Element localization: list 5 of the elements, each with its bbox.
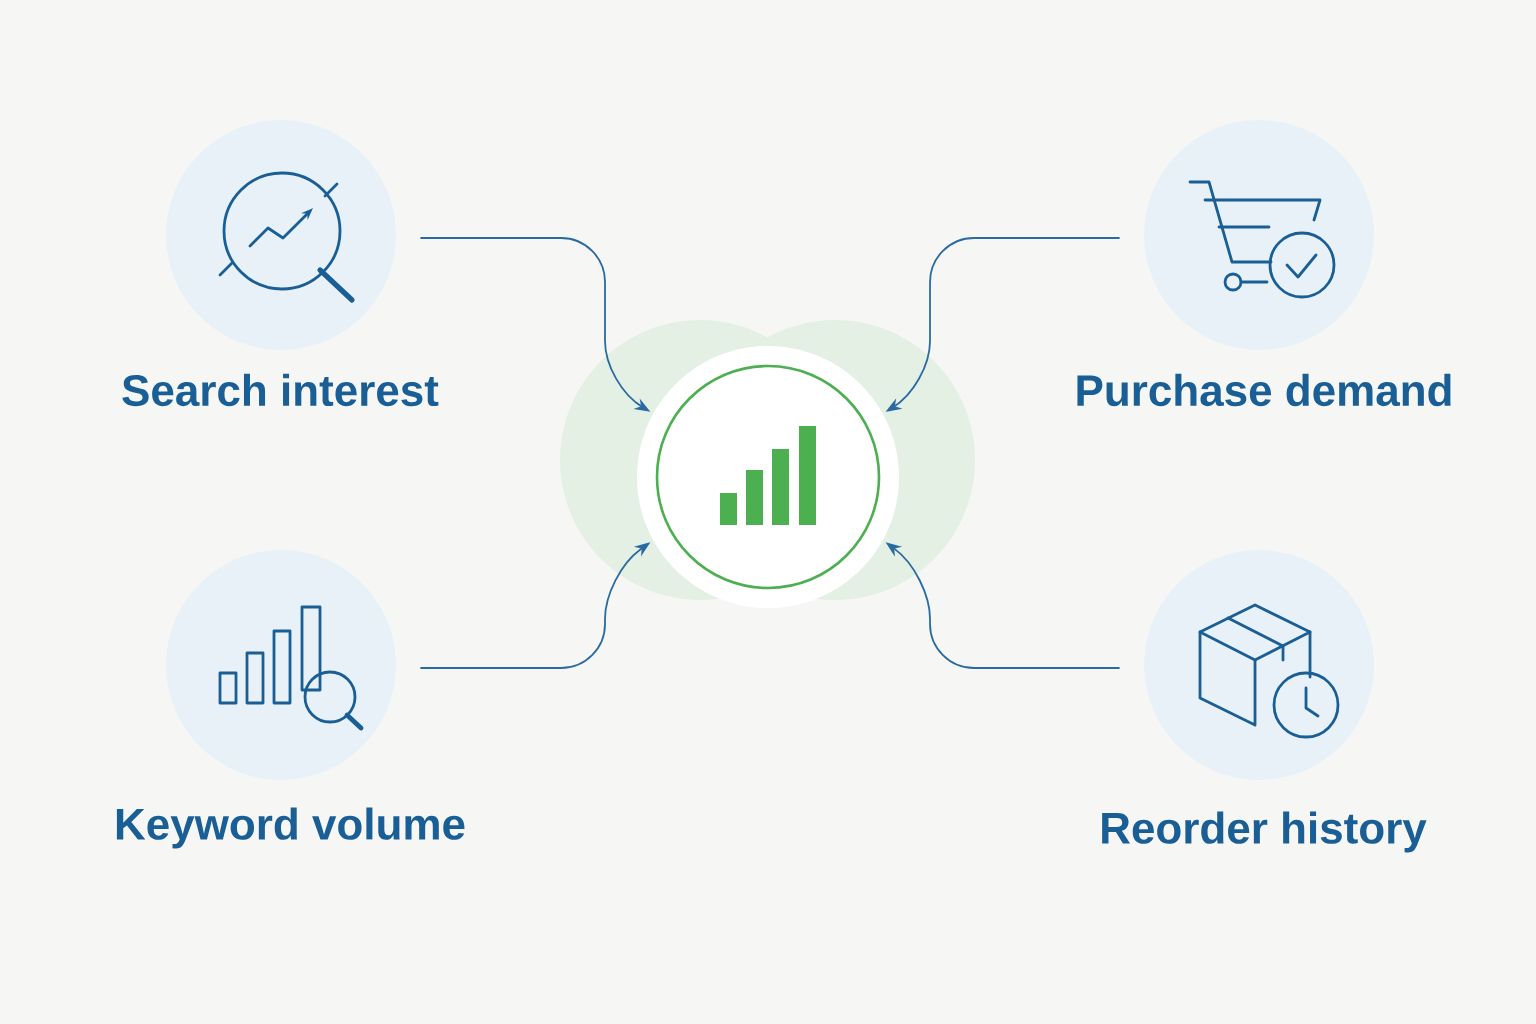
node-label: Reorder history [1102,811,1427,853]
node-label: Keyword volume [116,807,465,849]
node-label: Purchase demand [1077,373,1451,407]
chart-circle [637,346,899,608]
node-label: Search interest [122,373,439,407]
